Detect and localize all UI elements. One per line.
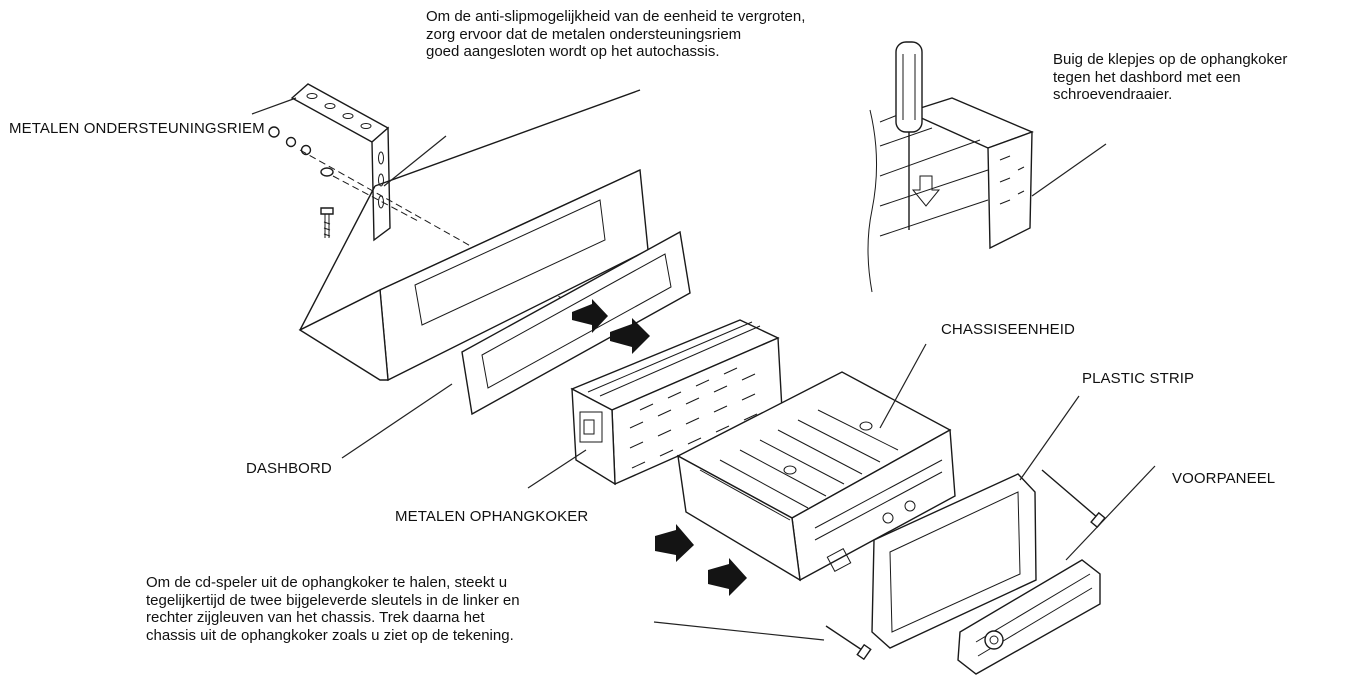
label-dashbord: DASHBORD [246, 460, 332, 477]
note-anti-slip: Om de anti-slipmogelijkheid van de eenhe… [426, 8, 806, 60]
extraction-keys [825, 469, 1106, 661]
label-chassiseenheid: CHASSISEENHEID [941, 321, 1075, 338]
strap-screws [268, 126, 334, 238]
label-plastic-strip: PLASTIC STRIP [1082, 370, 1195, 387]
plastic-strip [871, 473, 1037, 649]
front-panel [957, 559, 1101, 675]
screwdriver-inset [867, 41, 1034, 293]
leader-lines [251, 97, 1156, 641]
trim-frame [461, 230, 691, 416]
insert-arrows [572, 299, 747, 596]
label-metalen-ophangkoker: METALEN OPHANGKOKER [395, 508, 589, 525]
label-voorpaneel: VOORPANEEL [1172, 470, 1276, 487]
support-strap [290, 83, 391, 242]
mounting-sleeve [570, 319, 783, 486]
dashboard-panel [298, 89, 649, 382]
note-uithalen: Om de cd-speler uit de ophangkoker te ha… [146, 574, 520, 644]
note-klepjes: Buig de klepjes op de ophangkoker tegen … [1053, 51, 1288, 103]
label-metalen-ondersteuningsriem: METALEN ONDERSTEUNINGSRIEM [9, 120, 265, 137]
chassis-unit [676, 371, 956, 582]
